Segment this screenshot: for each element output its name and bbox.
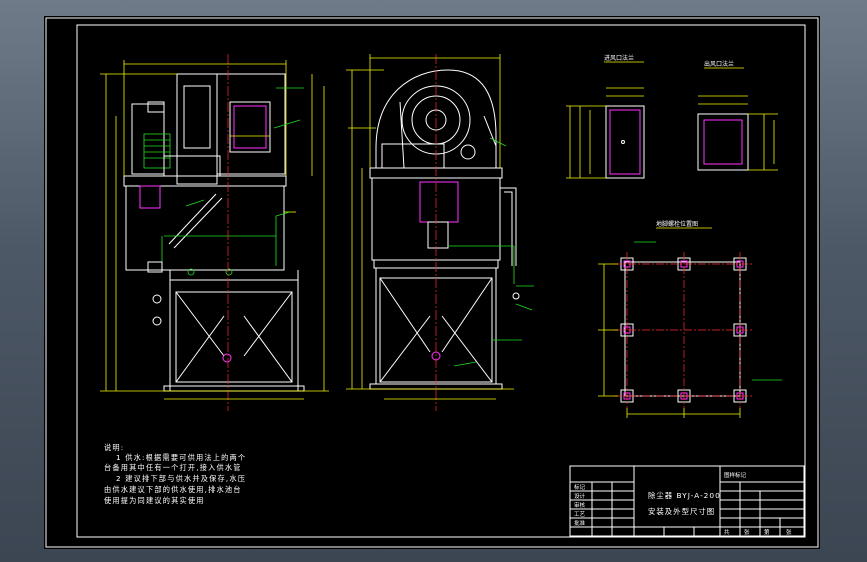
drawing-title-line-2: 安装及外型尺寸图 [648,507,715,516]
note-line-4: 由供水建议下部的供水使用,排水池台 [104,485,242,494]
side-view [346,54,534,411]
inner-frame [76,24,806,538]
tb-row-label-5: 批准 [574,519,586,527]
outlet-flange-view: 出风口法兰 [697,60,778,171]
note-line-1: 1 供水:根据需要可供用法上的两个 [116,453,246,462]
front-view [100,54,329,411]
tb-bottom-cell-4: 张 [786,528,792,536]
note-line-3: 2 建议排下部与供水并及保存,水压 [116,474,246,483]
drawing-sheet: 进风口法兰 出风口法兰 地脚螺栓位置图 [44,16,820,549]
tb-bottom-cell-1: 共 [724,528,730,536]
technical-notes: 说明: 1 供水:根据需要可供用法上的两个 台备用其中任有一个打开,接入供水管 … [104,443,246,505]
tb-bottom-cell-2: 张 [744,528,750,536]
cad-drawing: 进风口法兰 出风口法兰 地脚螺栓位置图 [45,17,819,548]
notes-heading: 说明: [104,443,124,452]
title-block: 图样标记 除尘器 BYJ-A-200 安装及外型尺寸图 标记 设计 审核 工艺 … [569,465,805,537]
outer-frame [45,17,819,548]
title-block-top-right: 图样标记 [724,471,747,479]
tb-row-label-4: 工艺 [574,511,586,518]
outlet-flange-label: 出风口法兰 [704,60,734,68]
tb-bottom-cell-3: 第 [764,528,770,536]
foundation-bolt-plan: 地脚螺栓位置图 [598,220,782,418]
foundation-plan-label: 地脚螺栓位置图 [656,220,698,228]
drawing-title-line-1: 除尘器 BYJ-A-200 [648,491,721,500]
tb-row-label-3: 审核 [574,501,586,509]
inlet-flange-label: 进风口法兰 [604,54,634,62]
inlet-flange-view: 进风口法兰 [566,54,645,179]
note-line-5: 使用提为同建议的其实使用 [104,496,205,505]
tb-row-label-1: 标记 [574,483,586,491]
tb-row-label-2: 设计 [574,492,586,500]
note-line-2: 台备用其中任有一个打开,接入供水管 [104,463,242,472]
